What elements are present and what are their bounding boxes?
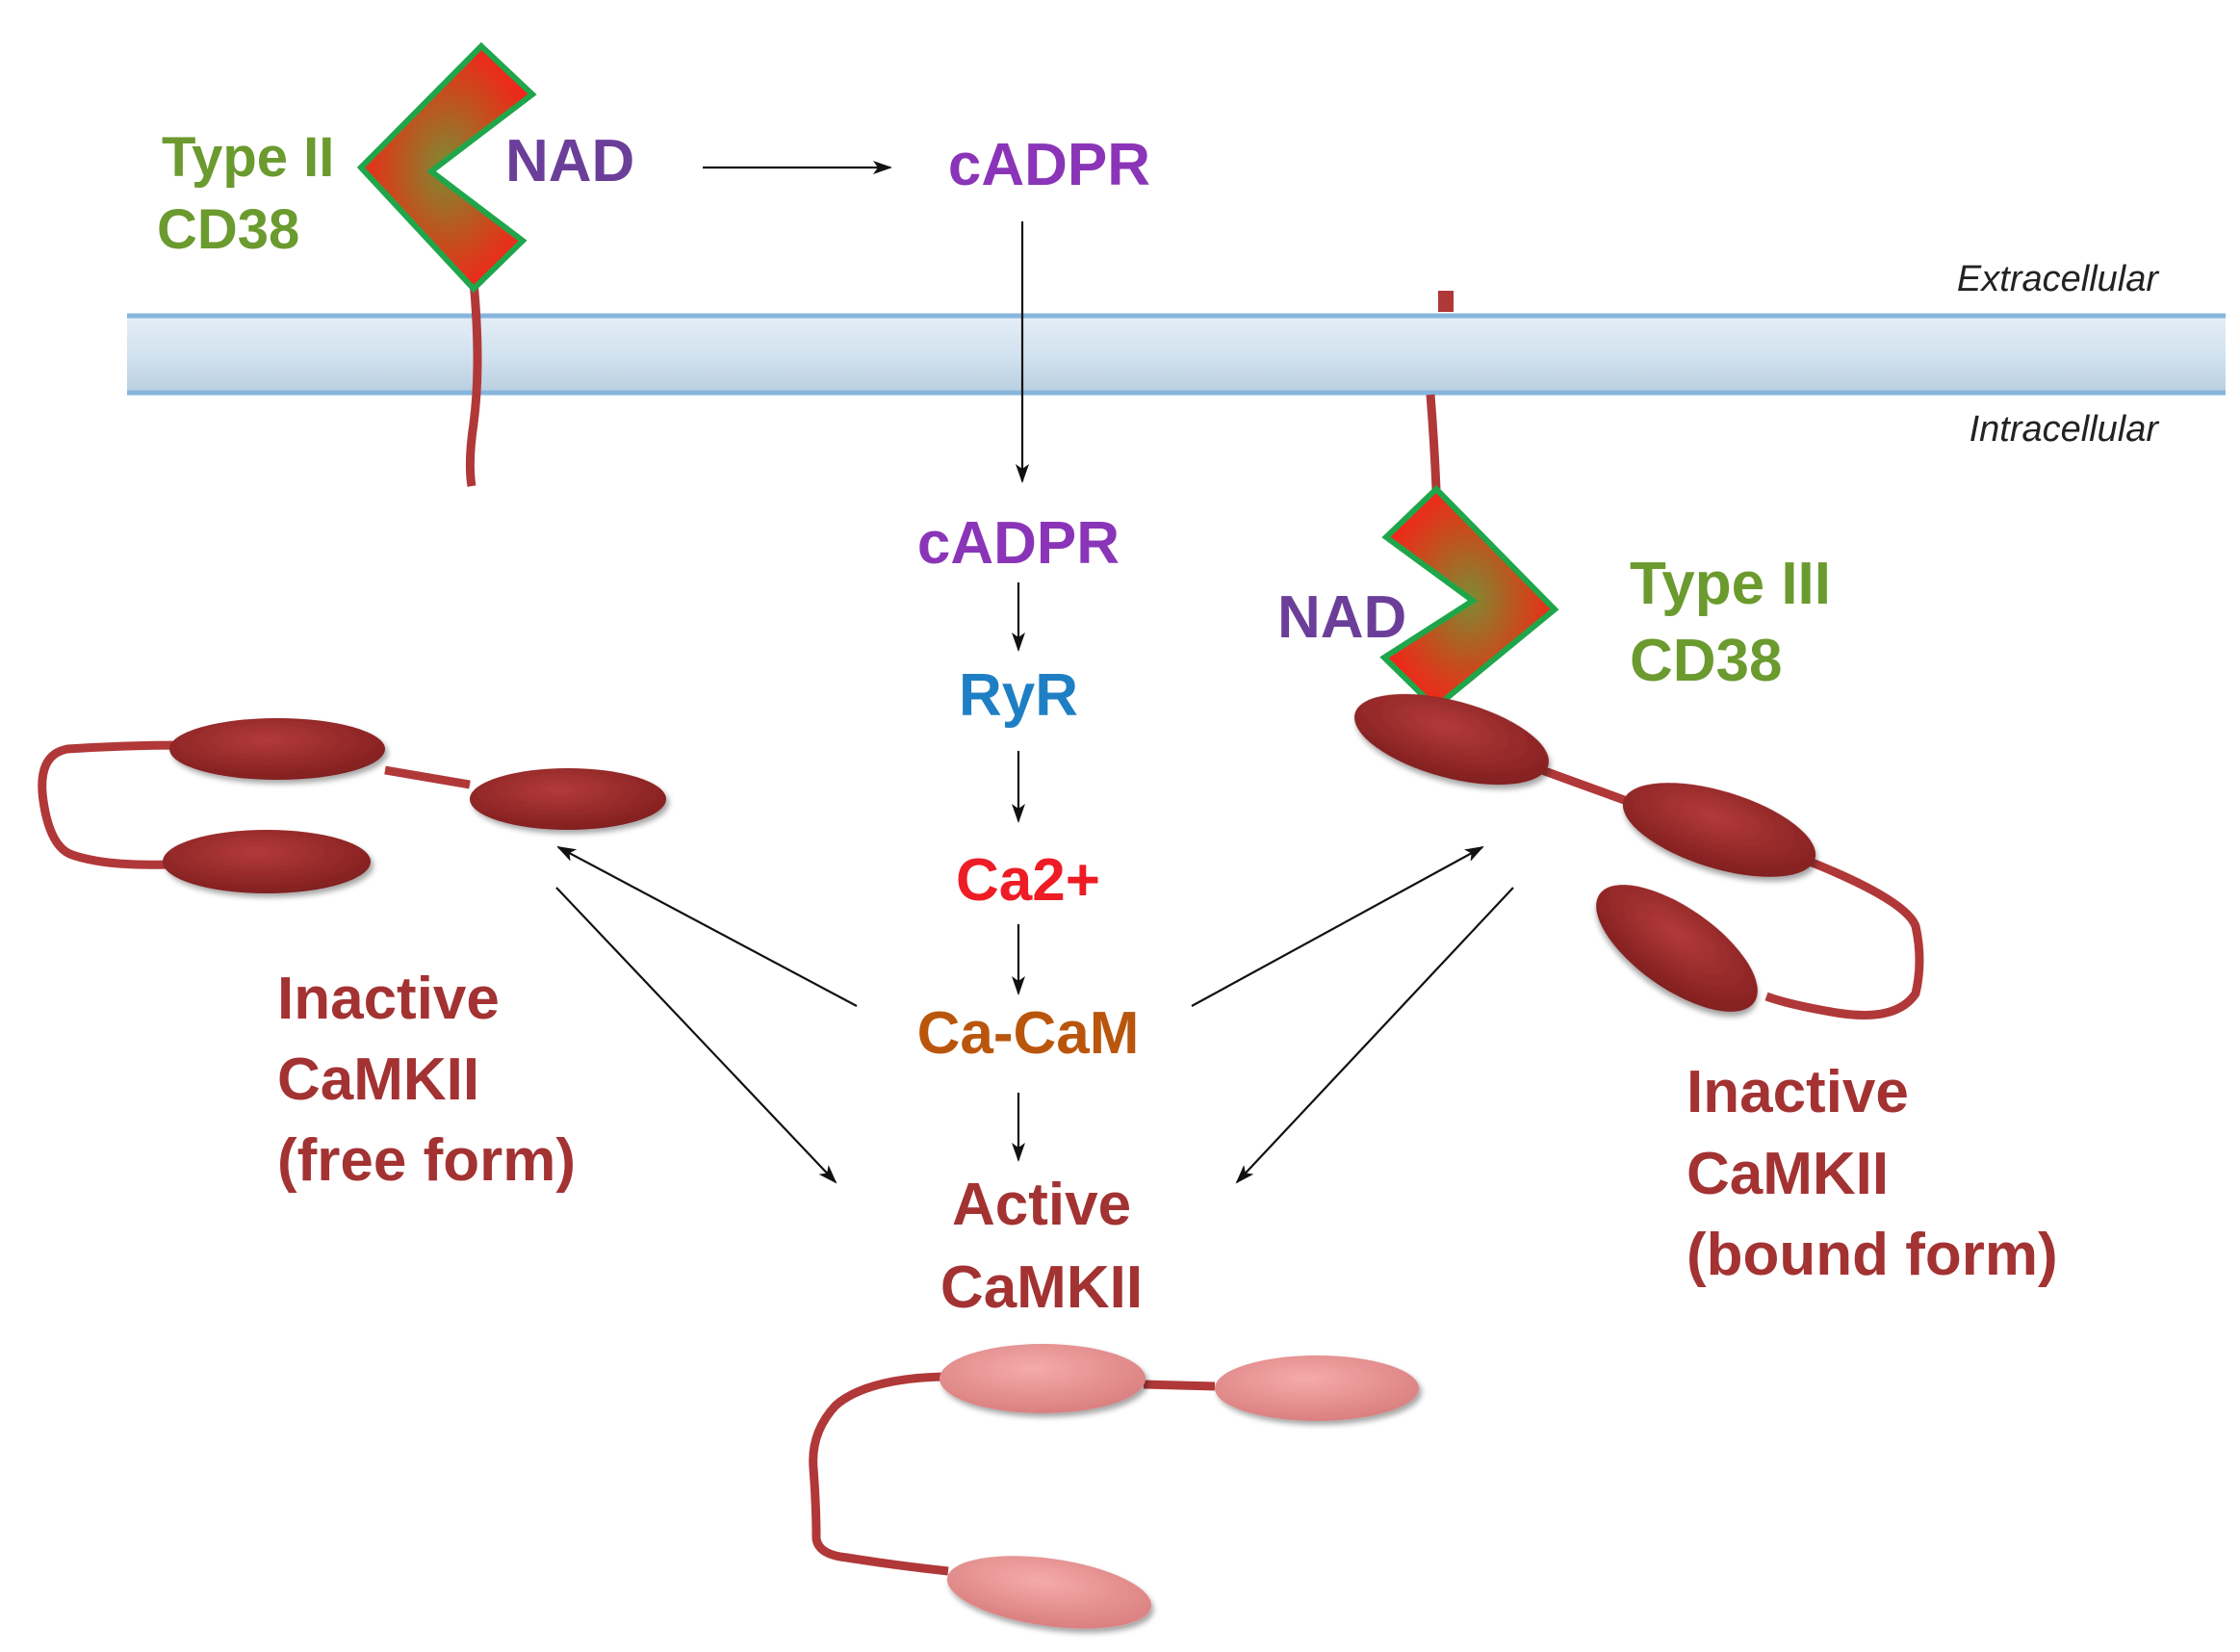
type-ii-cd38-label-line2: CD38 [157,198,299,261]
free-camkii-domain-3 [163,830,371,893]
free-camkii-label-line1: Inactive [277,966,500,1032]
free-camkii-label-line2: CaMKII [277,1046,479,1113]
cadpr-intracellular-label: cADPR [917,510,1120,577]
arrow-cacam-to-free [556,846,858,1007]
arrow-bound-to-active [1235,887,1514,1184]
bound-camkii-domain-1 [1354,693,1549,786]
free-camkii-domain-2 [470,768,666,830]
ryr-label: RyR [959,662,1078,729]
nad-intracellular-label: NAD [1277,584,1406,651]
bound-camkii-label-line3: (bound form) [1686,1222,2058,1288]
pathway-arrows [555,161,1514,1184]
inactive-camkii-bound-form [1354,693,1924,1020]
type-iii-cd38-chevron [1379,484,1559,712]
inactive-camkii-free-form [38,718,666,893]
bound-camkii-label-line1: Inactive [1686,1059,1909,1125]
calcium-label: Ca2+ [956,847,1100,914]
active-camkii-label-line1: Active [952,1172,1131,1238]
extracellular-label: Extracellular [1957,259,2159,299]
free-camkii-label-line3: (free form) [277,1127,576,1194]
bound-camkii-label-line2: CaMKII [1686,1141,1889,1207]
free-camkii-domain-1 [169,718,385,780]
active-camkii [809,1344,1419,1629]
cadpr-extracellular-label: cADPR [948,132,1150,198]
active-camkii-label-line2: CaMKII [940,1254,1143,1321]
bound-camkii-domain-3 [1596,885,1758,1012]
active-camkii-domain-3 [946,1556,1152,1629]
type-iii-cd38-protein [1379,291,1559,712]
type-ii-cd38-chevron [356,41,537,294]
type-iii-stub [1438,291,1454,312]
bound-camkii-domain-2 [1622,783,1816,877]
type-ii-cd38-label-line1: Type II [162,126,334,189]
intracellular-label: Intracellular [1970,409,2160,450]
type-iii-cd38-label-line1: Type III [1630,551,1831,617]
type-iii-cd38-label-line2: CD38 [1630,628,1783,694]
nad-extracellular-label: NAD [505,128,634,194]
active-camkii-domain-1 [940,1344,1146,1413]
arrow-cacam-to-bound [1191,846,1484,1007]
active-camkii-domain-2 [1215,1355,1419,1421]
ca-cam-label: Ca-CaM [917,1000,1140,1067]
cell-membrane [127,313,2226,396]
arrow-free-to-active [555,887,837,1184]
type-ii-cd38-protein [356,41,537,487]
